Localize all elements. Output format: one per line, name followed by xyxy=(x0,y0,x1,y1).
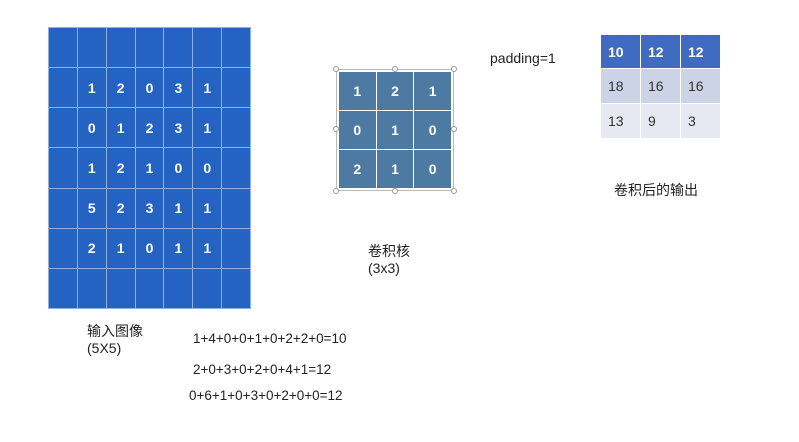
kernel-cell: 1 xyxy=(414,72,451,110)
resize-handle[interactable] xyxy=(451,188,457,194)
input-cell: 2 xyxy=(105,187,136,229)
equation-line: 0+6+1+0+3+0+2+0+0=12 xyxy=(189,388,343,403)
output-cell: 10 xyxy=(600,34,641,69)
table-row: 13 9 3 xyxy=(600,103,721,139)
input-cell: 0 xyxy=(163,147,194,189)
table-row: 18 16 16 xyxy=(600,68,721,104)
kernel-grid: 1 2 1 0 1 0 2 1 0 xyxy=(339,72,451,188)
input-cell: 0 xyxy=(76,107,107,149)
input-cell: 1 xyxy=(105,107,136,149)
input-cell: 1 xyxy=(76,67,107,109)
input-cell: 0 xyxy=(192,147,223,189)
input-cell: 1 xyxy=(192,67,223,109)
input-cell xyxy=(76,26,107,69)
input-cell: 2 xyxy=(105,67,136,109)
input-cell xyxy=(163,26,194,69)
resize-handle[interactable] xyxy=(333,188,339,194)
kernel-label: 卷积核 xyxy=(368,243,410,259)
output-cell: 13 xyxy=(600,103,641,139)
kernel-cell: 2 xyxy=(339,150,376,188)
output-cell: 18 xyxy=(600,68,641,104)
input-cell xyxy=(134,26,165,69)
input-cell: 2 xyxy=(76,227,107,269)
output-cell: 3 xyxy=(680,103,721,139)
input-cell: 1 xyxy=(192,187,223,229)
input-cell xyxy=(48,227,78,269)
input-image-grid: 1 2 0 3 1 0 1 2 3 1 1 2 1 0 0 5 2 3 1 1 … xyxy=(48,26,251,309)
output-cell: 16 xyxy=(640,68,681,104)
input-cell xyxy=(105,26,136,69)
input-cell: 1 xyxy=(134,147,165,189)
input-cell xyxy=(48,267,78,309)
input-cell xyxy=(134,267,165,309)
input-cell: 1 xyxy=(163,187,194,229)
output-cell: 12 xyxy=(680,34,721,69)
input-image-size: (5X5) xyxy=(87,340,122,356)
input-cell xyxy=(48,107,78,149)
input-cell xyxy=(48,187,78,229)
input-cell: 2 xyxy=(134,107,165,149)
resize-handle[interactable] xyxy=(333,126,339,132)
resize-handle[interactable] xyxy=(451,66,457,72)
input-image-label: 输入图像 xyxy=(87,323,143,339)
kernel-cell: 2 xyxy=(376,72,414,110)
resize-handle[interactable] xyxy=(392,66,398,72)
output-table: 10 12 12 18 16 16 13 9 3 xyxy=(600,34,721,139)
input-cell: 0 xyxy=(134,227,165,269)
input-cell: 1 xyxy=(192,107,223,149)
input-cell xyxy=(48,67,78,109)
input-cell xyxy=(105,267,136,309)
input-cell xyxy=(221,67,251,109)
output-cell: 12 xyxy=(640,34,681,69)
equation-line: 2+0+3+0+2+0+4+1=12 xyxy=(193,362,332,377)
kernel-cell: 0 xyxy=(414,111,451,149)
kernel-cell: 1 xyxy=(376,150,414,188)
input-cell xyxy=(192,26,223,69)
input-cell xyxy=(221,227,251,269)
input-cell: 3 xyxy=(163,67,194,109)
input-cell: 1 xyxy=(163,227,194,269)
input-cell: 1 xyxy=(105,227,136,269)
resize-handle[interactable] xyxy=(333,66,339,72)
input-cell xyxy=(221,267,251,309)
input-cell xyxy=(192,267,223,309)
input-cell xyxy=(48,26,78,69)
resize-handle[interactable] xyxy=(451,126,457,132)
input-cell: 3 xyxy=(134,187,165,229)
input-cell xyxy=(76,267,107,309)
kernel-cell: 0 xyxy=(414,150,451,188)
output-label: 卷积后的输出 xyxy=(614,182,698,198)
input-cell: 0 xyxy=(134,67,165,109)
input-cell: 5 xyxy=(76,187,107,229)
kernel-size: (3x3) xyxy=(368,260,400,276)
input-cell: 1 xyxy=(76,147,107,189)
table-row: 10 12 12 xyxy=(600,34,721,69)
input-cell: 1 xyxy=(192,227,223,269)
input-cell: 3 xyxy=(163,107,194,149)
input-cell xyxy=(221,107,251,149)
output-cell: 9 xyxy=(640,103,681,139)
kernel-cell: 1 xyxy=(376,111,414,149)
input-cell xyxy=(48,147,78,189)
input-cell xyxy=(163,267,194,309)
kernel-selection-frame[interactable] xyxy=(333,66,457,194)
input-cell xyxy=(221,187,251,229)
resize-handle[interactable] xyxy=(392,188,398,194)
input-cell: 2 xyxy=(105,147,136,189)
kernel-cell: 1 xyxy=(339,72,376,110)
padding-label: padding=1 xyxy=(490,50,556,66)
input-cell xyxy=(221,147,251,189)
equation-line: 1+4+0+0+1+0+2+2+0=10 xyxy=(193,331,347,346)
output-cell: 16 xyxy=(680,68,721,104)
input-cell xyxy=(221,26,251,69)
kernel-cell: 0 xyxy=(339,111,376,149)
